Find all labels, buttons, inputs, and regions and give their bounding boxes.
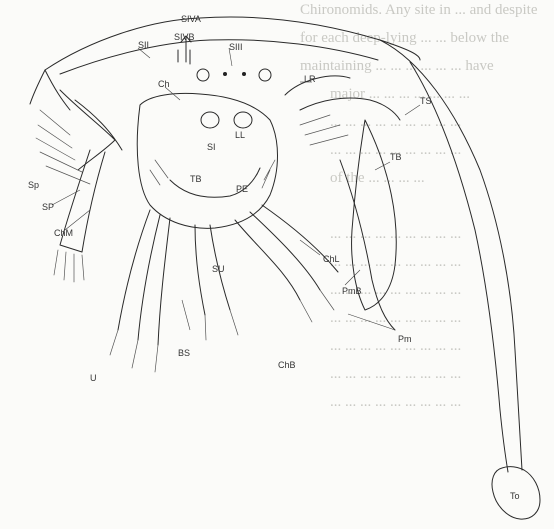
label-ll: LL	[235, 130, 245, 140]
leg-bundle-setae	[110, 290, 334, 372]
label-chb: ChB	[278, 360, 296, 370]
sensory-dot-right	[242, 72, 246, 76]
label-pmb: PmB	[342, 286, 362, 296]
leader-bs	[182, 300, 190, 330]
label-lr: LR	[304, 74, 316, 84]
label-si: SI	[207, 142, 216, 152]
label-ch: Ch	[158, 79, 170, 89]
label-siva: SIVA	[181, 14, 201, 24]
bg-line-2: for each deep-lying ... ... below the	[300, 30, 509, 46]
trunk-setae	[150, 160, 275, 188]
bg-line-15: ... ... ... ... ... ... ... ... ...	[330, 394, 461, 410]
si-ring	[201, 112, 219, 128]
label-su: SU	[212, 264, 225, 274]
leader-tb-right	[375, 162, 390, 170]
label-tb-center: TB	[190, 174, 202, 184]
label-siii: SIII	[229, 42, 243, 52]
ll-ring	[234, 112, 252, 128]
bg-line-4: major ... ... ... ... ... ... ...	[330, 86, 470, 102]
siii-ring-right	[259, 69, 271, 81]
label-sivb: SIVB	[174, 32, 195, 42]
label-u: U	[90, 373, 97, 383]
label-sii: SII	[138, 40, 149, 50]
bg-line-1: Chironomids. Any site in ... and despite	[300, 2, 538, 18]
bg-line-5: ... ... ... ... ... ... ... ... ...	[330, 114, 461, 130]
trunk-outline	[137, 93, 277, 228]
anterior-limb-setae	[54, 250, 84, 282]
leader-sp-lower	[52, 190, 80, 205]
label-pe: PE	[236, 184, 248, 194]
label-to: To	[510, 491, 520, 501]
bg-line-3: maintaining ... ... ... ... ... ... have	[300, 58, 494, 74]
background-text: Chironomids. Any site in ... and despite…	[300, 2, 538, 410]
leg-bundle-left	[118, 210, 170, 345]
sp-setae	[36, 110, 90, 184]
label-ts: TS	[420, 96, 432, 106]
leg-bundle-right	[235, 205, 338, 300]
sensory-dot-left	[223, 72, 227, 76]
bg-line-14: ... ... ... ... ... ... ... ... ...	[330, 366, 461, 382]
label-sp-lower: SP	[42, 202, 54, 212]
rostrum	[30, 70, 70, 110]
label-tb-right: TB	[390, 152, 402, 162]
sp-appendage	[60, 90, 122, 170]
bg-line-13: ... ... ... ... ... ... ... ... ...	[330, 338, 461, 354]
label-chl: ChL	[323, 254, 340, 264]
sii-ring-left	[197, 69, 209, 81]
label-pm: Pm	[398, 334, 412, 344]
sivb-spine	[178, 50, 190, 64]
label-sp-upper: Sp	[28, 180, 39, 190]
label-chm: ChM	[54, 228, 73, 238]
bg-line-12: ... ... ... ... ... ... ... ... ...	[330, 310, 461, 326]
label-bs: BS	[178, 348, 190, 358]
